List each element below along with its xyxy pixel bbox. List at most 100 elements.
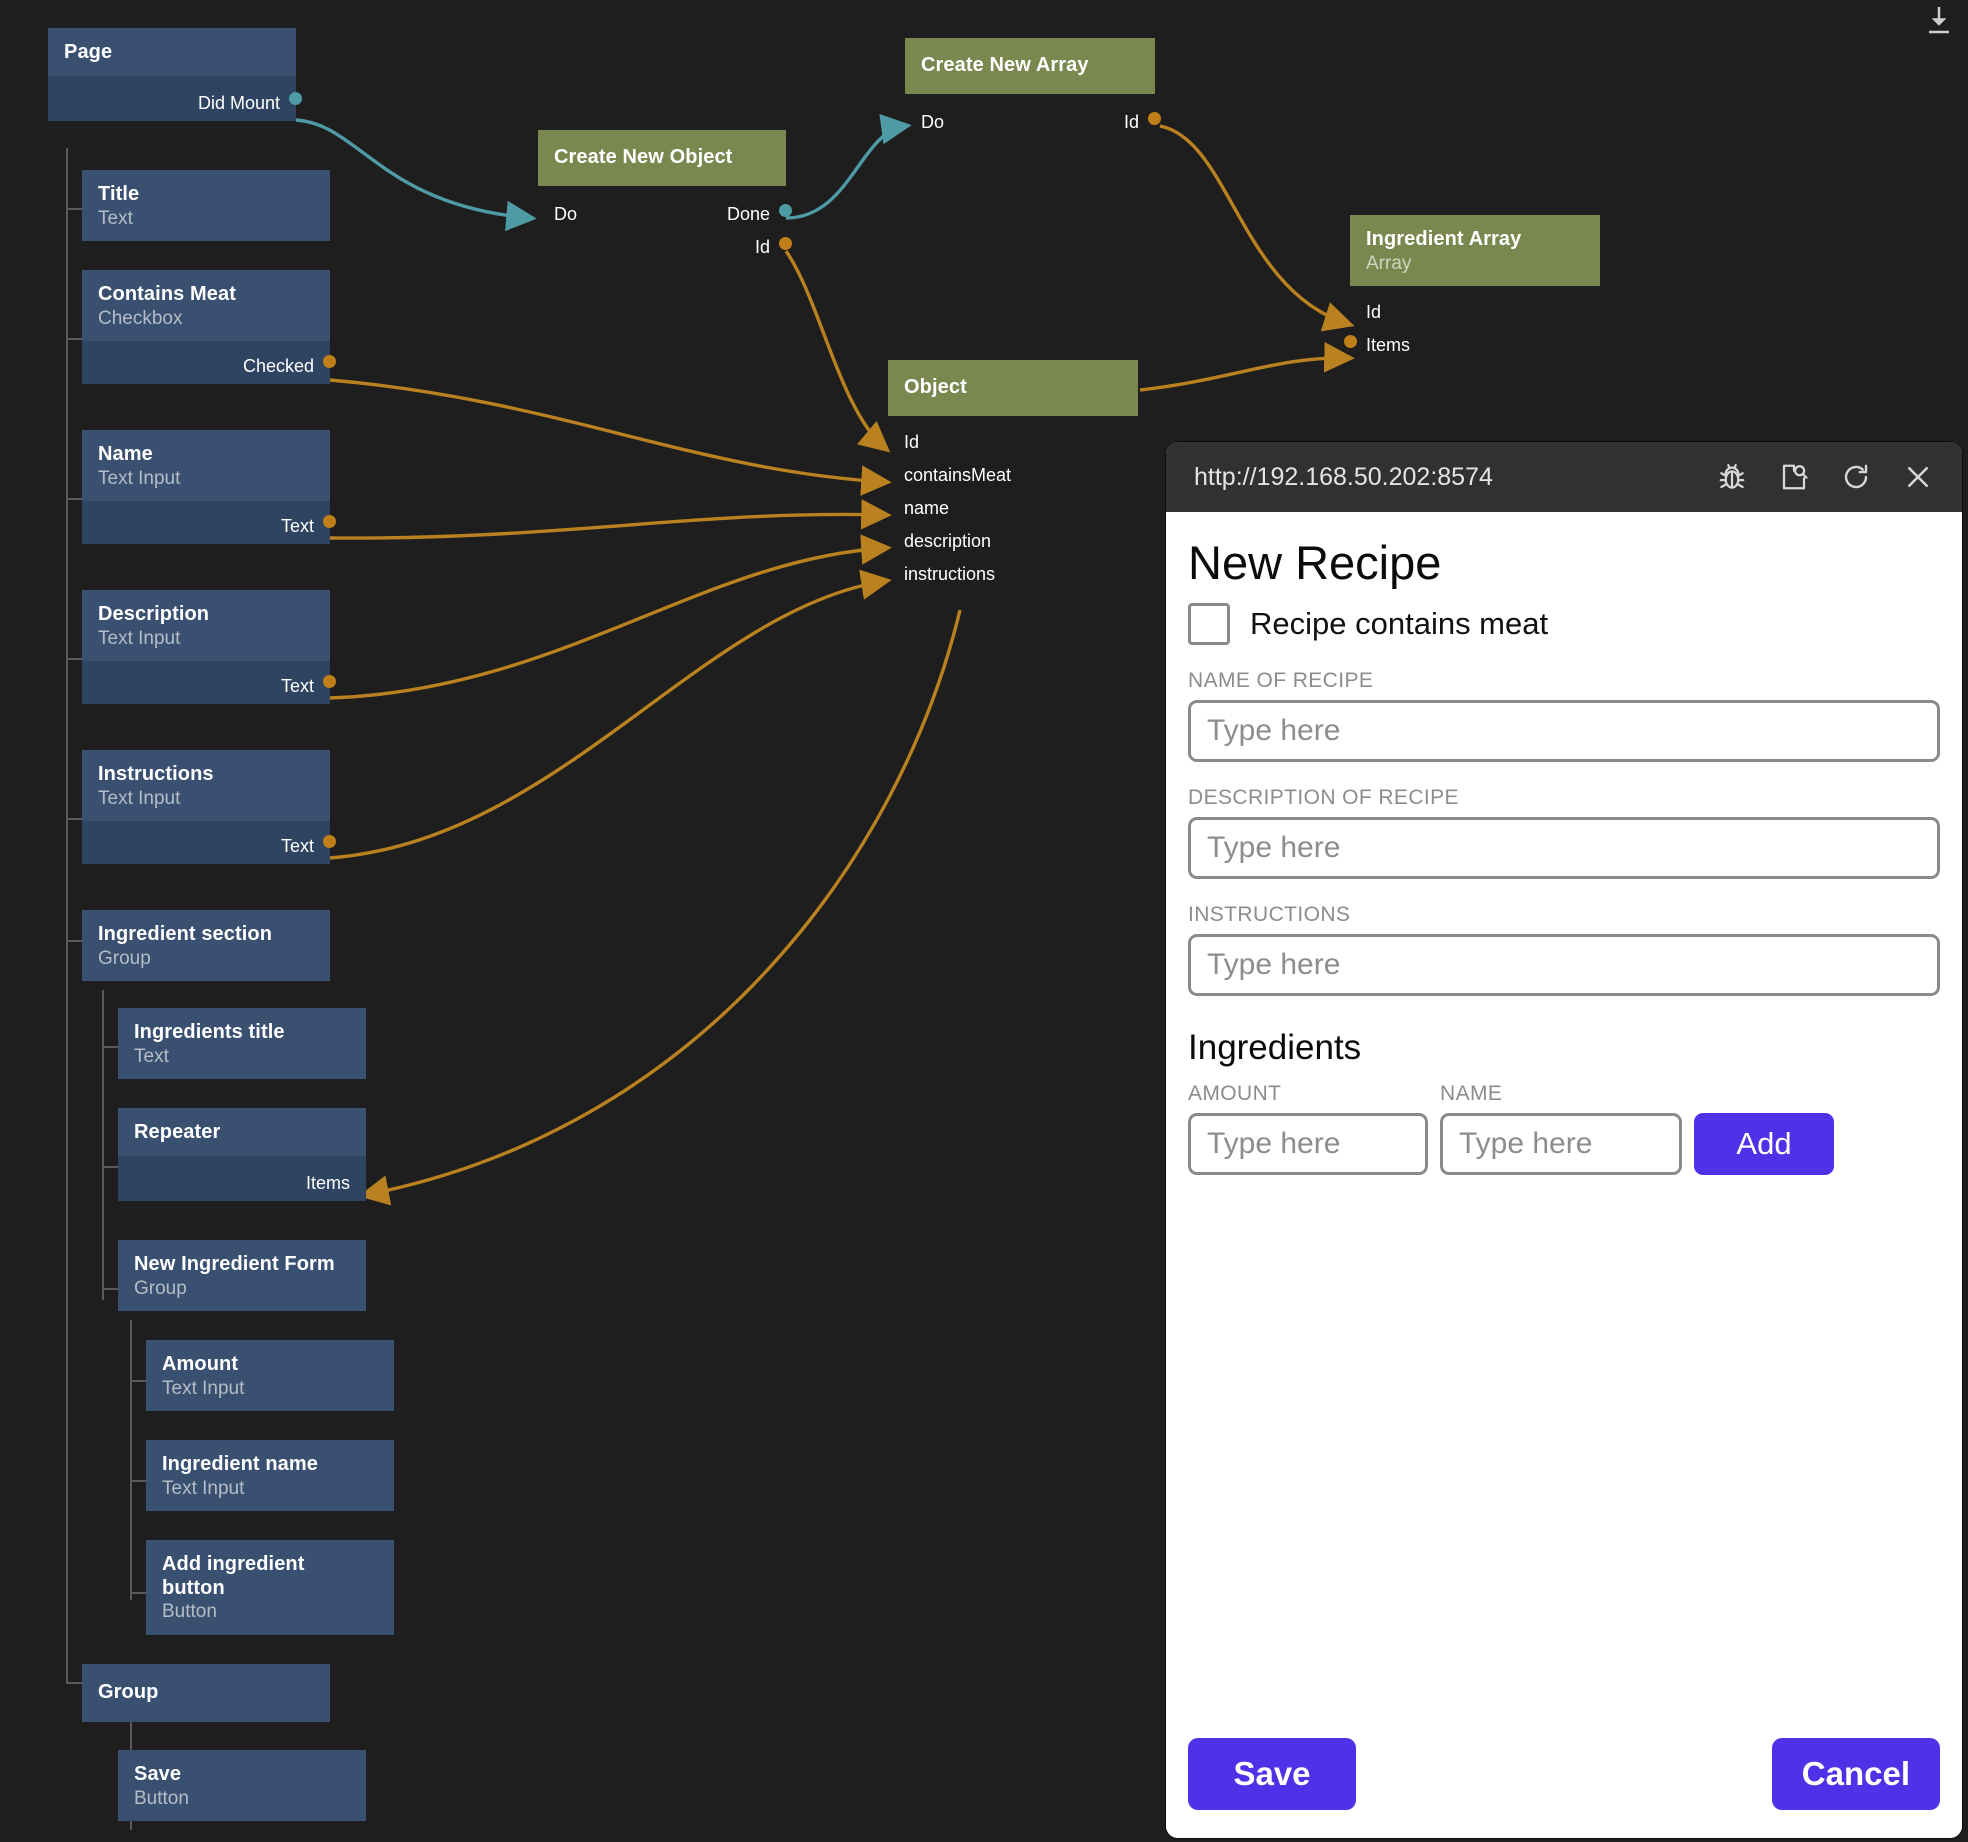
- node-title: Name: [98, 443, 153, 465]
- download-icon[interactable]: [1916, 0, 1962, 44]
- tree-guide: [102, 1046, 118, 1048]
- node-save-button[interactable]: Save Button: [118, 1750, 366, 1842]
- port-done[interactable]: Done: [711, 196, 792, 232]
- bug-icon[interactable]: [1710, 455, 1754, 499]
- port-items[interactable]: Items: [1344, 327, 1426, 363]
- node-ingredient-array[interactable]: Ingredient Array Array Id Items: [1344, 215, 1600, 354]
- url-bar[interactable]: http://192.168.50.202:8574: [1194, 462, 1493, 491]
- node-group[interactable]: Group: [82, 1664, 330, 1722]
- port-name[interactable]: name: [888, 490, 965, 526]
- port-dot[interactable]: [1148, 111, 1161, 125]
- port-do[interactable]: Do: [538, 196, 593, 232]
- inspect-page-icon[interactable]: [1772, 455, 1816, 499]
- node-header: Save Button: [118, 1750, 366, 1821]
- port-label: instructions: [904, 563, 996, 584]
- node-header: Title Text: [82, 170, 330, 241]
- port-label: Do: [921, 111, 945, 132]
- node-title: Description: [98, 603, 210, 625]
- port-text[interactable]: Text: [82, 661, 336, 704]
- node-new-ingredient-form[interactable]: New Ingredient Form Group: [118, 1240, 366, 1311]
- preview-page-content: New Recipe Recipe contains meat NAME OF …: [1166, 512, 1962, 1838]
- node-subtitle: Text Input: [98, 787, 181, 809]
- port-checked[interactable]: Checked: [82, 341, 336, 384]
- port-label: Id: [904, 431, 920, 452]
- node-ingredient-name-input[interactable]: Ingredient name Text Input: [146, 1440, 394, 1511]
- port-id[interactable]: Id: [1350, 294, 1397, 330]
- description-of-recipe-label: DESCRIPTION OF RECIPE: [1188, 786, 1459, 810]
- node-subtitle: Text: [98, 207, 133, 229]
- port-dot[interactable]: [779, 236, 792, 250]
- port-instructions[interactable]: instructions: [888, 556, 1011, 592]
- page-title: New Recipe: [1188, 536, 1442, 589]
- port-dot[interactable]: [779, 203, 792, 217]
- port-text[interactable]: Text: [82, 821, 336, 864]
- node-repeater[interactable]: Repeater Items: [118, 1108, 366, 1201]
- port-label: Id: [754, 236, 770, 257]
- port-dot[interactable]: [323, 515, 336, 528]
- ingredient-name-input[interactable]: [1440, 1113, 1682, 1176]
- port-dot[interactable]: [323, 355, 336, 368]
- cancel-button[interactable]: Cancel: [1771, 1738, 1940, 1810]
- contains-meat-row[interactable]: Recipe contains meat: [1188, 603, 1940, 646]
- node-object[interactable]: Object Id containsMeat name description …: [888, 360, 1138, 583]
- node-create-new-array[interactable]: Create New Array Do Id: [905, 38, 1161, 131]
- port-dot[interactable]: [323, 675, 336, 688]
- name-of-recipe-input[interactable]: [1188, 700, 1940, 763]
- port-do[interactable]: Do: [905, 104, 960, 140]
- node-contains-meat[interactable]: Contains Meat Checkbox Checked: [82, 270, 336, 384]
- node-ingredients-title[interactable]: Ingredients title Text: [118, 1008, 366, 1079]
- node-title: Contains Meat: [98, 283, 236, 305]
- node-title: Amount: [162, 1353, 239, 1375]
- tree-guide: [66, 338, 82, 340]
- description-of-recipe-input[interactable]: [1188, 817, 1940, 880]
- port-id[interactable]: Id: [739, 229, 792, 265]
- node-description-input[interactable]: Description Text Input Text: [82, 590, 336, 704]
- node-subtitle: Text Input: [162, 1477, 245, 1499]
- port-description[interactable]: description: [888, 523, 1007, 559]
- node-subtitle: Array: [1366, 252, 1412, 274]
- port-dot[interactable]: [289, 91, 302, 105]
- node-ingredient-section[interactable]: Ingredient section Group: [82, 910, 330, 981]
- browser-preview-panel[interactable]: http://192.168.50.202:8574: [1166, 442, 1962, 1838]
- port-text[interactable]: Text: [82, 501, 336, 544]
- contains-meat-checkbox[interactable]: [1188, 603, 1230, 646]
- port-dot[interactable]: [1344, 335, 1357, 348]
- amount-label: AMOUNT: [1188, 1082, 1282, 1106]
- port-items[interactable]: Items: [118, 1156, 366, 1201]
- close-icon[interactable]: [1896, 455, 1940, 499]
- port-label: Done: [726, 203, 770, 224]
- node-add-ingredient-button[interactable]: Add ingredient button Button: [146, 1540, 394, 1635]
- node-amount-input[interactable]: Amount Text Input: [146, 1340, 394, 1411]
- node-body: Text: [82, 501, 336, 544]
- node-header: Create New Object: [538, 130, 786, 186]
- node-title: Add ingredient button: [162, 1553, 305, 1599]
- node-create-new-object[interactable]: Create New Object Do Done Id: [538, 130, 792, 256]
- port-did-mount[interactable]: Did Mount: [48, 76, 302, 121]
- node-header: Group: [82, 1664, 330, 1722]
- instructions-label: INSTRUCTIONS: [1188, 903, 1351, 927]
- port-id[interactable]: Id: [888, 424, 935, 460]
- node-header: Ingredient section Group: [82, 910, 330, 981]
- reload-icon[interactable]: [1834, 455, 1878, 499]
- node-header: New Ingredient Form Group: [118, 1240, 366, 1311]
- node-page[interactable]: Page Did Mount: [48, 28, 302, 121]
- port-contains-meat[interactable]: containsMeat: [888, 457, 1027, 493]
- instructions-input[interactable]: [1188, 934, 1940, 997]
- save-button[interactable]: Save: [1188, 1738, 1356, 1810]
- node-subtitle: Text Input: [98, 467, 181, 489]
- tree-guide: [66, 940, 82, 942]
- add-ingredient-button[interactable]: Add: [1694, 1113, 1834, 1176]
- amount-input[interactable]: [1188, 1113, 1428, 1176]
- node-header: Instructions Text Input: [82, 750, 330, 821]
- node-name-input[interactable]: Name Text Input Text: [82, 430, 336, 544]
- node-title-component[interactable]: Title Text: [82, 170, 330, 241]
- node-title: Title: [98, 183, 140, 205]
- node-subtitle: Checkbox: [98, 307, 183, 329]
- contains-meat-label: Recipe contains meat: [1250, 606, 1549, 642]
- port-dot[interactable]: [323, 835, 336, 848]
- port-label: Items: [1366, 335, 1411, 355]
- node-instructions-input[interactable]: Instructions Text Input Text: [82, 750, 336, 864]
- port-id[interactable]: Id: [1108, 104, 1161, 140]
